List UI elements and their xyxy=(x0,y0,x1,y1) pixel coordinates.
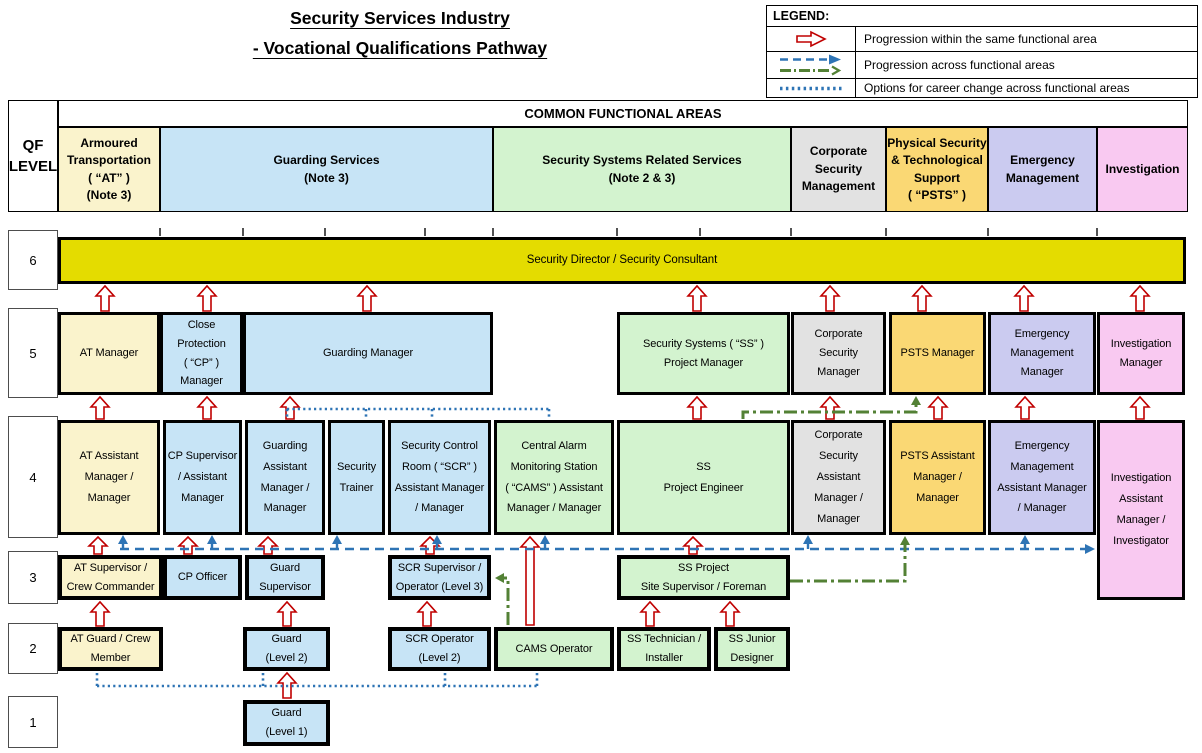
qf-level-1: 1 xyxy=(8,696,58,748)
box-at-supervisor: AT Supervisor / Crew Commander xyxy=(58,555,163,600)
box-cp-officer: CP Officer xyxy=(163,555,242,600)
column-tick-marks xyxy=(159,228,1098,236)
dotted-line-level2-bottoms xyxy=(95,673,539,688)
box-security-director: Security Director / Security Consultant xyxy=(58,237,1186,284)
box-cams-assistant-manager: Central Alarm Monitoring Station ( “CAMS… xyxy=(494,420,614,535)
area-header-guarding-services: Guarding Services (Note 3) xyxy=(160,127,493,212)
area-header-corporate-security: Corporate Security Management xyxy=(791,127,886,212)
qf-level-2: 2 xyxy=(8,623,58,674)
box-ss-project-manager: Security Systems ( “SS” ) Project Manage… xyxy=(617,312,790,395)
box-ss-project-site-supervisor: SS Project Site Supervisor / Foreman xyxy=(617,555,790,600)
box-guard-level-2: Guard (Level 2) xyxy=(243,627,330,671)
area-header-armoured-transportation: Armoured Transportation ( “AT” ) (Note 3… xyxy=(58,127,160,212)
area-header-investigation: Investigation xyxy=(1097,127,1188,212)
legend-row-across-areas: Progression across functional areas xyxy=(767,52,1197,79)
title-line-1: Security Services Industry xyxy=(290,8,510,28)
box-psts-assistant-manager: PSTS Assistant Manager / Manager xyxy=(889,420,986,535)
box-psts-manager: PSTS Manager xyxy=(889,312,986,395)
red-arrows-level1-to-2 xyxy=(276,671,298,699)
legend-label: Options for career change across functio… xyxy=(864,81,1130,95)
qf-level-6: 6 xyxy=(8,230,58,290)
legend: LEGEND: Progression within the same func… xyxy=(766,5,1198,98)
legend-row-career-change: Options for career change across functio… xyxy=(767,79,1197,97)
box-scr-assistant-manager: Security Control Room ( “SCR” ) Assistan… xyxy=(388,420,491,535)
box-guarding-manager: Guarding Manager xyxy=(243,312,493,395)
area-header-emergency-management: Emergency Management xyxy=(988,127,1097,212)
common-functional-areas-header: COMMON FUNCTIONAL AREAS xyxy=(58,100,1188,127)
page-title: Security Services Industry - Vocational … xyxy=(95,8,705,68)
box-ss-junior-designer: SS Junior Designer xyxy=(714,627,790,671)
box-at-guard: AT Guard / Crew Member xyxy=(58,627,163,671)
box-guard-supervisor: Guard Supervisor xyxy=(245,555,325,600)
box-emergency-management-manager: Emergency Management Manager xyxy=(988,312,1096,395)
box-guarding-assistant-manager: Guarding Assistant Manager / Manager xyxy=(245,420,325,535)
box-at-assistant-manager: AT Assistant Manager / Manager xyxy=(58,420,160,535)
title-line-2: - Vocational Qualifications Pathway xyxy=(252,38,548,58)
box-scr-supervisor: SCR Supervisor / Operator (Level 3) xyxy=(388,555,491,600)
legend-label: Progression within the same functional a… xyxy=(864,32,1097,46)
box-cp-supervisor: CP Supervisor / Assistant Manager xyxy=(163,420,242,535)
red-arrows-level5-to-6 xyxy=(94,284,1151,312)
box-security-trainer: Security Trainer xyxy=(328,420,385,535)
blue-dotted-line-icon xyxy=(767,79,856,97)
red-arrows-level4-to-5 xyxy=(89,395,1151,420)
area-header-security-systems: Security Systems Related Services (Note … xyxy=(493,127,791,212)
box-scr-operator: SCR Operator (Level 2) xyxy=(388,627,491,671)
box-investigation-assistant-manager: Investigation Assistant Manager / Invest… xyxy=(1097,420,1185,600)
green-dashdot-arrow-icon xyxy=(780,65,842,76)
red-arrows-level3-to-4 xyxy=(87,535,704,555)
box-ss-technician: SS Technician / Installer xyxy=(617,627,711,671)
box-corporate-security-assistant-manager: Corporate Security Assistant Manager / M… xyxy=(791,420,886,535)
box-corporate-security-manager: Corporate Security Manager xyxy=(791,312,886,395)
box-guard-level-1: Guard (Level 1) xyxy=(243,700,330,746)
legend-label: Progression across functional areas xyxy=(864,58,1055,72)
green-path-site-supervisor-to-psts-assistant xyxy=(790,545,907,583)
blue-dashed-arrow-icon xyxy=(767,52,856,78)
legend-row-same-area: Progression within the same functional a… xyxy=(767,27,1197,52)
blue-dashed-progression-path xyxy=(118,535,1095,554)
green-path-ss-engineer-to-psts-manager xyxy=(741,404,918,419)
qf-level-5: 5 xyxy=(8,308,58,398)
area-header-psts: Physical Security & Technological Suppor… xyxy=(886,127,988,212)
box-ss-project-engineer: SS Project Engineer xyxy=(617,420,790,535)
green-path-cams-to-scr-supervisor xyxy=(502,576,510,625)
qf-level-3: 3 xyxy=(8,551,58,604)
qf-level-4: 4 xyxy=(8,416,58,538)
box-cams-operator: CAMS Operator xyxy=(494,627,614,671)
red-hollow-arrow-icon xyxy=(767,27,856,51)
red-arrow-cams-operator-to-cams-manager xyxy=(519,535,541,626)
qf-level-header: QF LEVEL xyxy=(8,100,58,212)
dotted-line-level4-tops xyxy=(285,407,551,419)
legend-title: LEGEND: xyxy=(767,6,1197,27)
box-emergency-management-assistant-manager: Emergency Management Assistant Manager /… xyxy=(988,420,1096,535)
box-investigation-manager: Investigation Manager xyxy=(1097,312,1185,395)
box-at-manager: AT Manager xyxy=(58,312,160,395)
box-cp-manager: Close Protection ( “CP” ) Manager xyxy=(160,312,243,395)
